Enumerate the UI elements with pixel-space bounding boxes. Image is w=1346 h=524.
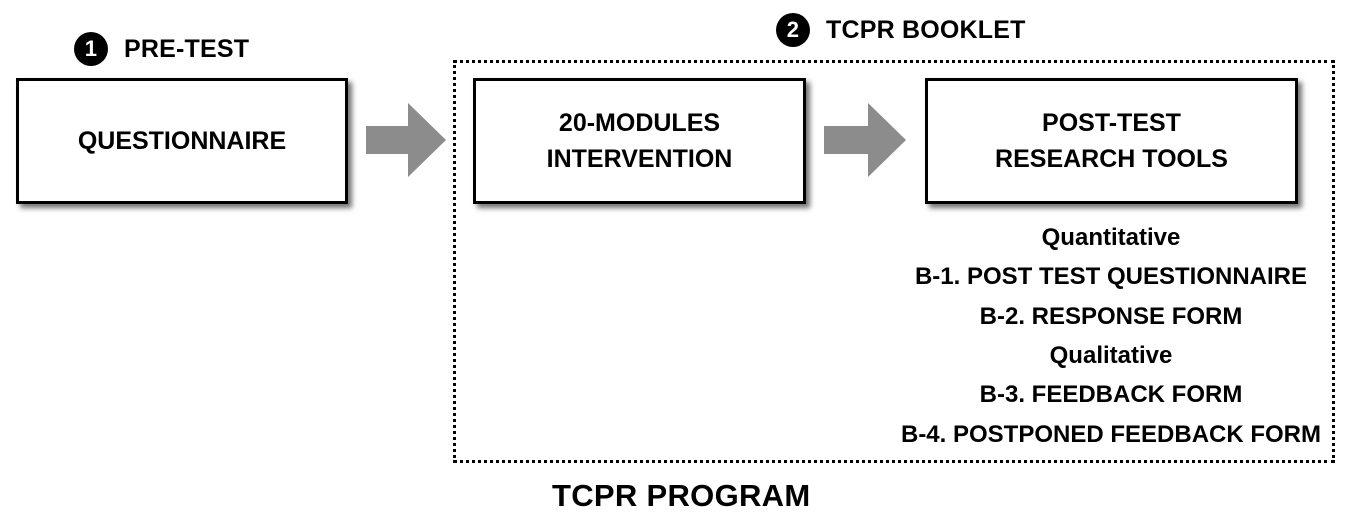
post-test-box: POST-TEST RESEARCH TOOLS [925, 78, 1298, 204]
step-2-label: 2 TCPR BOOKLET [776, 13, 1026, 47]
tool-item-b2: B-2. RESPONSE FORM [979, 303, 1243, 330]
post-test-box-line-1: POST-TEST [1042, 109, 1181, 137]
step-2-number-badge: 2 [776, 13, 810, 47]
tool-item-b4: B-4. POSTPONED FEEDBACK FORM [900, 421, 1322, 448]
intervention-box: 20-MODULES INTERVENTION [473, 78, 806, 204]
arrow-2-shape [824, 103, 906, 177]
intervention-box-line-1: 20-MODULES [558, 109, 721, 137]
step-1-number-badge: 1 [74, 32, 108, 66]
quantitative-heading: Quantitative [1041, 224, 1181, 251]
post-test-box-line-2: RESEARCH TOOLS [995, 145, 1228, 173]
arrow-1-shape [366, 103, 446, 177]
research-tools-list: Quantitative B-1. POST TEST QUESTIONNAIR… [895, 224, 1327, 456]
right-arrow-icon [824, 103, 906, 177]
questionnaire-box: QUESTIONNAIRE [16, 78, 348, 204]
tool-item-b1: B-1. POST TEST QUESTIONNAIRE [914, 263, 1308, 290]
intervention-box-line-2: INTERVENTION [546, 145, 733, 173]
step-2-title: TCPR BOOKLET [826, 15, 1026, 44]
program-title: TCPR PROGRAM [552, 478, 811, 513]
right-arrow-icon [366, 103, 446, 177]
tool-item-b3: B-3. FEEDBACK FORM [979, 381, 1243, 408]
step-1-label: 1 PRE-TEST [74, 32, 249, 66]
qualitative-heading: Qualitative [1049, 342, 1173, 369]
step-1-title: PRE-TEST [124, 34, 250, 63]
questionnaire-box-line-1: QUESTIONNAIRE [77, 127, 287, 155]
tcpr-program-frame [453, 60, 1335, 463]
